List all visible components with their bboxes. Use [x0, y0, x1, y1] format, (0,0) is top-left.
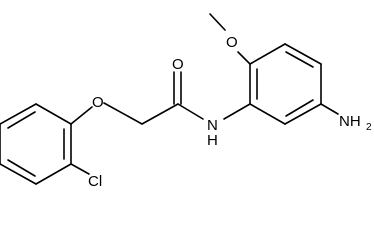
chlorine-label: Cl: [88, 173, 102, 190]
bond-ring1-c2-c3: [0, 103, 37, 125]
bond-ether-o-ring: [70, 106, 93, 125]
bond-ring2-c2-c3: [284, 43, 322, 65]
bond-ring1-inner-top: [7, 111, 36, 129]
bond-ring2-c4-c5: [284, 103, 322, 125]
bond-ring-cl: [70, 163, 90, 175]
amine-subscript-label: 2: [366, 122, 372, 133]
amide-nitrogen-label: N: [207, 117, 218, 134]
bond-ch2-ether-o: [103, 102, 143, 125]
molecule-canvas: O O O N H NH 2 Cl: [0, 13, 372, 190]
bond-ring-amine: [320, 103, 339, 115]
bond-methoxy-ch3-o: [209, 13, 226, 31]
molecule-structure: O O O N H NH 2 Cl: [0, 13, 372, 190]
carbonyl-oxygen-label: O: [172, 56, 184, 73]
bond-ring2-inner-right: [285, 99, 314, 117]
bond-ring-n: [223, 103, 251, 120]
methoxy-oxygen-label: O: [226, 34, 238, 51]
bond-ring1-c4-c5: [0, 163, 37, 185]
bond-ring1-c5-c6: [35, 163, 72, 185]
amine-group-label: NH: [339, 113, 361, 130]
bond-ring2-c5-c6: [249, 103, 286, 125]
bond-ring2-inner-top: [285, 51, 314, 68]
bond-ring1-c1-c2: [35, 103, 72, 125]
bond-methoxy-o-ring: [237, 51, 251, 65]
bond-ring1-inner-bottom: [7, 159, 36, 177]
ether-oxygen-label: O: [92, 94, 104, 111]
bond-ring2-c1-c2: [249, 43, 286, 65]
bond-n-carbonyl: [177, 103, 204, 120]
amide-hydrogen-label: H: [207, 132, 218, 149]
bond-carbonyl-ch2: [141, 103, 179, 125]
